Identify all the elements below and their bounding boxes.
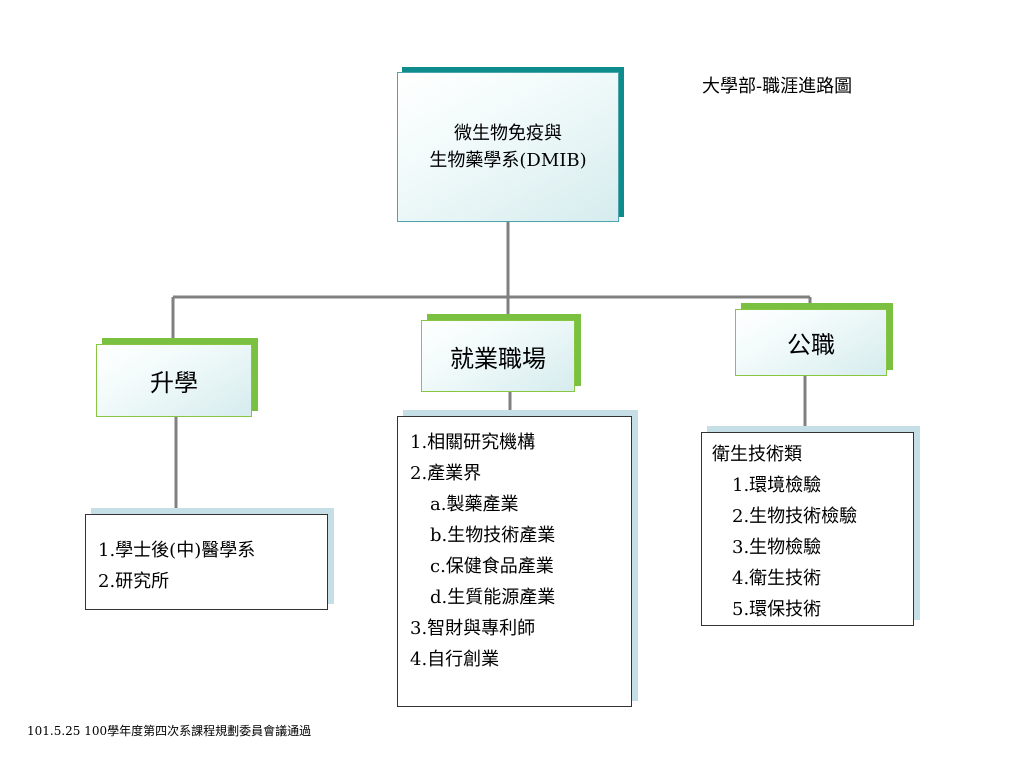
list-item: 3.智財與專利師 bbox=[410, 618, 536, 639]
root-label-line2: 生物藥學系(DMIB) bbox=[429, 150, 587, 171]
list-item: 1.環境檢驗 bbox=[732, 475, 822, 496]
diagram-title: 大學部-職涯進路圖 bbox=[702, 76, 853, 97]
list-item: 2.研究所 bbox=[98, 571, 170, 592]
branch-study-label: 升學 bbox=[150, 369, 198, 397]
list-item: 4.自行創業 bbox=[410, 649, 500, 670]
list-item: 2.產業界 bbox=[410, 463, 482, 484]
civil-detail-box: 衛生技術類 1.環境檢驗 2.生物技術檢驗 3.生物檢驗 4.衛生技術 5.環保… bbox=[701, 432, 914, 626]
footer-note: 101.5.25 100學年度第四次系課程規劃委員會議通過 bbox=[27, 724, 312, 738]
list-item: d.生質能源產業 bbox=[430, 587, 556, 608]
branch-work-box: 就業職場 bbox=[421, 320, 575, 392]
list-item: 1.相關研究機構 bbox=[410, 432, 536, 453]
list-item: 衛生技術類 bbox=[712, 444, 802, 465]
list-item: a.製藥產業 bbox=[430, 494, 519, 515]
study-detail-box: 1.學士後(中)醫學系 2.研究所 bbox=[85, 514, 328, 610]
list-item: 1.學士後(中)醫學系 bbox=[98, 540, 256, 561]
root-label-line1: 微生物免疫與 bbox=[454, 123, 562, 144]
branch-civil-label: 公職 bbox=[787, 331, 835, 359]
list-item: b.生物技術產業 bbox=[430, 525, 556, 546]
branch-civil-box: 公職 bbox=[735, 309, 887, 376]
list-item: 3.生物檢驗 bbox=[732, 537, 822, 558]
work-detail-box: 1.相關研究機構 2.產業界 a.製藥產業 b.生物技術產業 c.保健食品產業 … bbox=[397, 416, 632, 707]
list-item: 2.生物技術檢驗 bbox=[732, 506, 858, 527]
branch-study-box: 升學 bbox=[96, 344, 252, 417]
list-item: 4.衛生技術 bbox=[732, 568, 822, 589]
list-item: c.保健食品產業 bbox=[430, 556, 554, 577]
list-item: 5.環保技術 bbox=[732, 599, 822, 620]
branch-work-label: 就業職場 bbox=[450, 344, 546, 373]
root-department-box: 微生物免疫與 生物藥學系(DMIB) bbox=[397, 72, 619, 222]
